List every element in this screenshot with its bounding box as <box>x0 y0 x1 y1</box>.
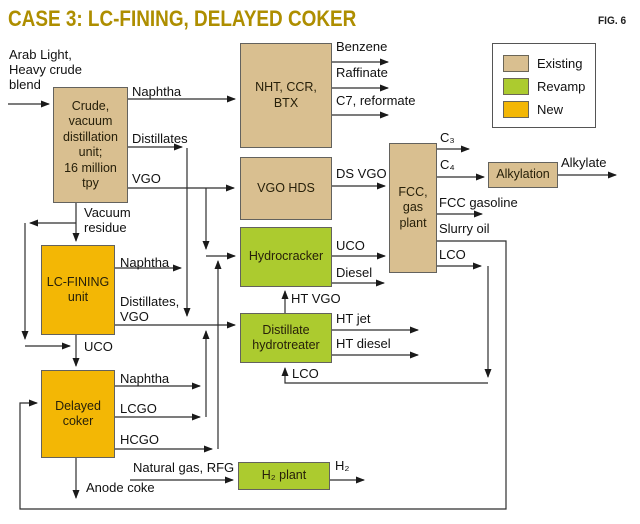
stream-label-anode-coke: Anode coke <box>86 480 155 495</box>
stream-label-h2: H₂ <box>335 458 350 473</box>
stream-label-ht-diesel: HT diesel <box>336 336 391 351</box>
stream-label-c7-reformate: C7, reformate <box>336 93 416 108</box>
unit-box-fcc-gas-plant: FCC, gas plant <box>389 143 437 273</box>
stream-label-lcf-naphtha: Naphtha <box>120 255 170 270</box>
stream-label-ds-vgo: DS VGO <box>336 166 387 181</box>
stream-label-slurry-oil: Slurry oil <box>439 221 490 236</box>
stream-label-crude-feed: Arab Light, Heavy crude blend <box>9 47 82 92</box>
unit-box-lc-fining: LC-FINING unit <box>41 245 115 335</box>
stream-label-hcgo: HCGO <box>120 432 159 447</box>
stream-label-naphtha: Naphtha <box>132 84 182 99</box>
stream-label-natural-gas-rfg: Natural gas, RFG <box>133 460 235 475</box>
stream-label-fcc-lco: LCO <box>439 247 466 262</box>
unit-box-hydrocracker: Hydrocracker <box>240 227 332 287</box>
stream-label-hc-uco: UCO <box>336 238 365 253</box>
stream-label-ht-jet: HT jet <box>336 311 371 326</box>
unit-box-crude-vdu: Crude, vacuum distillation unit; 16 mill… <box>53 87 128 203</box>
stream-label-lco-return: LCO <box>292 366 319 381</box>
unit-box-vgo-hds: VGO HDS <box>240 157 332 220</box>
stream-label-uco: UCO <box>84 339 113 354</box>
legend: Existing Revamp New <box>492 43 596 128</box>
legend-label-new: New <box>537 102 564 117</box>
legend-swatch-revamp <box>503 78 529 95</box>
legend-label-revamp: Revamp <box>537 79 586 94</box>
page-title: CASE 3: LC-FINING, DELAYED COKER <box>8 6 357 31</box>
stream-label-diesel: Diesel <box>336 265 373 280</box>
stream-label-coker-naphtha: Naphtha <box>120 371 170 386</box>
stream-label-vgo: VGO <box>132 171 161 186</box>
legend-item-revamp: Revamp <box>503 78 585 95</box>
unit-box-distillate-hydrotreater: Distillate hydrotreater <box>240 313 332 363</box>
stream-label-benzene: Benzene <box>336 39 388 54</box>
unit-box-nht-ccr-btx: NHT, CCR, BTX <box>240 43 332 148</box>
line-slurry-recycle <box>19 240 507 510</box>
stream-label-lcgo: LCGO <box>120 401 157 416</box>
stream-label-fcc-gasoline: FCC gasoline <box>439 195 518 210</box>
stream-label-ht-vgo: HT VGO <box>291 291 341 306</box>
unit-box-alkylation: Alkylation <box>488 162 558 188</box>
stream-label-vacuum-residue: Vacuum residue <box>84 205 131 235</box>
legend-swatch-existing <box>503 55 529 72</box>
unit-box-delayed-coker: Delayed coker <box>41 370 115 458</box>
legend-item-new: New <box>503 101 563 118</box>
stream-label-lcf-distillates-vgo: Distillates, VGO <box>120 294 180 324</box>
stream-label-c3: C₃ <box>440 130 455 145</box>
stream-label-c4: C₄ <box>440 157 455 172</box>
line-lco-return <box>281 367 488 384</box>
legend-label-existing: Existing <box>537 56 583 71</box>
stream-label-alkylate: Alkylate <box>561 155 607 170</box>
stream-label-distillates: Distillates <box>132 131 188 146</box>
unit-box-h2-plant: H₂ plant <box>238 462 330 490</box>
legend-item-existing: Existing <box>503 55 583 72</box>
stream-label-raffinate: Raffinate <box>336 65 388 80</box>
legend-swatch-new <box>503 101 529 118</box>
figure-number: FIG. 6 <box>598 15 627 27</box>
